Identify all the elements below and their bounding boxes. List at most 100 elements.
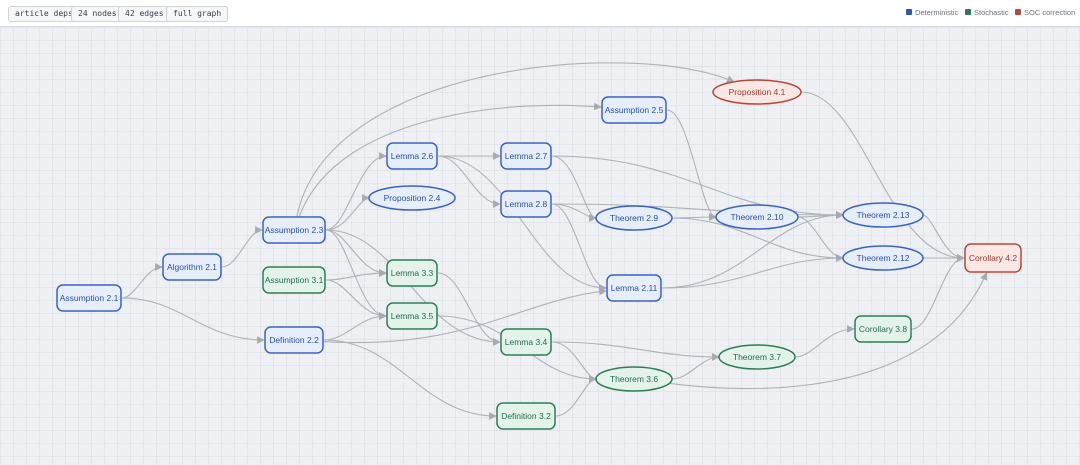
edge-d22-d32 [323, 339, 497, 420]
node-label-alg21: Algorithm 2.1 [167, 262, 217, 272]
node-label-a25: Assumption 2.5 [605, 105, 664, 115]
node-shape-t210 [715, 204, 799, 230]
node-shape-d22 [264, 326, 324, 354]
chip-view-mode[interactable]: full graph [166, 6, 229, 22]
chip-edge-count[interactable]: 42 edges [118, 6, 171, 22]
edge-alg21-a23 [221, 226, 263, 268]
node-d32[interactable]: Definition 3.2 [496, 402, 556, 430]
edge-t210-t212 [797, 216, 844, 262]
edge-l28-t213 [551, 203, 844, 219]
edge-layer [121, 62, 988, 420]
legend-label-stochastic: Stochastic [974, 8, 1009, 17]
edge-a25-t210 [666, 109, 717, 221]
edge-l34-t36 [551, 341, 597, 383]
edge-a21-alg21 [121, 263, 163, 299]
node-shape-l28 [500, 190, 552, 218]
node-shape-t36 [595, 366, 673, 392]
node-label-l26: Lemma 2.6 [391, 151, 434, 161]
node-shape-p41 [712, 79, 802, 105]
node-d22[interactable]: Definition 2.2 [264, 326, 324, 354]
edge-t37-c38 [794, 325, 855, 358]
node-label-a21: Assumption 2.1 [60, 293, 119, 303]
node-label-t37: Theorem 3.7 [733, 352, 781, 362]
node-l26[interactable]: Lemma 2.6 [386, 142, 438, 170]
node-label-l211: Lemma 2.11 [611, 283, 658, 293]
node-c38[interactable]: Corollary 3.8 [854, 315, 912, 343]
edge-t29-t212 [671, 217, 844, 262]
node-shape-l35 [386, 302, 438, 330]
node-label-l28: Lemma 2.8 [505, 199, 548, 209]
node-a25[interactable]: Assumption 2.5 [601, 96, 667, 124]
node-c42[interactable]: Corollary 4.2 [964, 243, 1022, 273]
node-shape-l34 [500, 328, 552, 356]
node-t37[interactable]: Theorem 3.7 [718, 344, 796, 370]
node-shape-l27 [500, 142, 552, 170]
edge-c38-c42 [911, 254, 965, 330]
graph-canvas[interactable] [0, 27, 1080, 465]
edge-a23-l33 [325, 229, 387, 277]
node-a21[interactable]: Assumption 2.1 [56, 284, 122, 312]
node-label-t210: Theorem 2.10 [731, 212, 784, 222]
edge-l26-l28 [437, 155, 501, 208]
node-label-t36: Theorem 3.6 [610, 374, 658, 384]
node-l33[interactable]: Lemma 3.3 [386, 259, 438, 287]
edge-t36-t37 [671, 353, 720, 380]
edge-d22-l211 [323, 287, 607, 344]
node-shape-a23 [262, 216, 326, 244]
node-label-d22: Definition 2.2 [269, 335, 319, 345]
edge-l34-t37 [551, 341, 720, 361]
node-t29[interactable]: Theorem 2.9 [595, 205, 673, 231]
node-shape-t212 [842, 245, 924, 271]
node-l27[interactable]: Lemma 2.7 [500, 142, 552, 170]
node-l211[interactable]: Lemma 2.11 [606, 274, 662, 302]
node-a23[interactable]: Assumption 2.3 [262, 216, 326, 244]
legend-swatch-soc-correction [1015, 9, 1021, 16]
node-alg21[interactable]: Algorithm 2.1 [162, 253, 222, 281]
legend-label-deterministic: Deterministic [915, 8, 959, 17]
legend-item-stochastic: Stochastic [965, 8, 1009, 18]
node-shape-l26 [386, 142, 438, 170]
node-t212[interactable]: Theorem 2.12 [842, 245, 924, 271]
node-shape-t213 [842, 202, 924, 228]
edge-l33-l34 [437, 272, 501, 346]
edge-t213-c42 [922, 214, 965, 262]
node-shape-a31 [262, 266, 326, 294]
node-label-t213: Theorem 2.13 [857, 210, 910, 220]
node-a31[interactable]: Assumption 3.1 [262, 266, 326, 294]
edge-a23-p24 [325, 194, 370, 231]
node-label-t212: Theorem 2.12 [857, 253, 910, 263]
legend-item-soc-correction: SOC correction [1015, 8, 1075, 18]
edge-l27-t213 [551, 155, 844, 219]
node-t213[interactable]: Theorem 2.13 [842, 202, 924, 228]
node-label-p24: Proposition 2.4 [384, 193, 441, 203]
node-label-l35: Lemma 3.5 [391, 311, 434, 321]
node-label-l33: Lemma 3.3 [391, 268, 434, 278]
node-label-l27: Lemma 2.7 [505, 151, 548, 161]
edge-a23-l26 [325, 152, 387, 231]
node-shape-t29 [595, 205, 673, 231]
legend-label-soc-correction: SOC correction [1024, 8, 1076, 17]
node-label-l34: Lemma 3.4 [505, 337, 548, 347]
node-l35[interactable]: Lemma 3.5 [386, 302, 438, 330]
edge-a31-l35 [325, 279, 387, 320]
node-p41[interactable]: Proposition 4.1 [712, 79, 802, 105]
node-t36[interactable]: Theorem 3.6 [595, 366, 673, 392]
node-label-a31: Assumption 3.1 [265, 275, 324, 285]
node-shape-c42 [964, 243, 1022, 273]
node-shape-l33 [386, 259, 438, 287]
node-label-t29: Theorem 2.9 [610, 213, 658, 223]
node-label-c38: Corollary 3.8 [859, 324, 907, 334]
node-label-a23: Assumption 2.3 [265, 225, 324, 235]
node-l28[interactable]: Lemma 2.8 [500, 190, 552, 218]
edge-l26-l211 [437, 155, 607, 292]
edge-l28-l211 [551, 203, 607, 292]
node-shape-p24 [368, 185, 456, 211]
node-shape-d32 [496, 402, 556, 430]
node-shape-a25 [601, 96, 667, 124]
edge-t36-c42 [669, 272, 988, 390]
legend-item-deterministic: Deterministic [906, 8, 958, 18]
node-p24[interactable]: Proposition 2.4 [368, 185, 456, 211]
node-l34[interactable]: Lemma 3.4 [500, 328, 552, 356]
node-t210[interactable]: Theorem 2.10 [715, 204, 799, 230]
